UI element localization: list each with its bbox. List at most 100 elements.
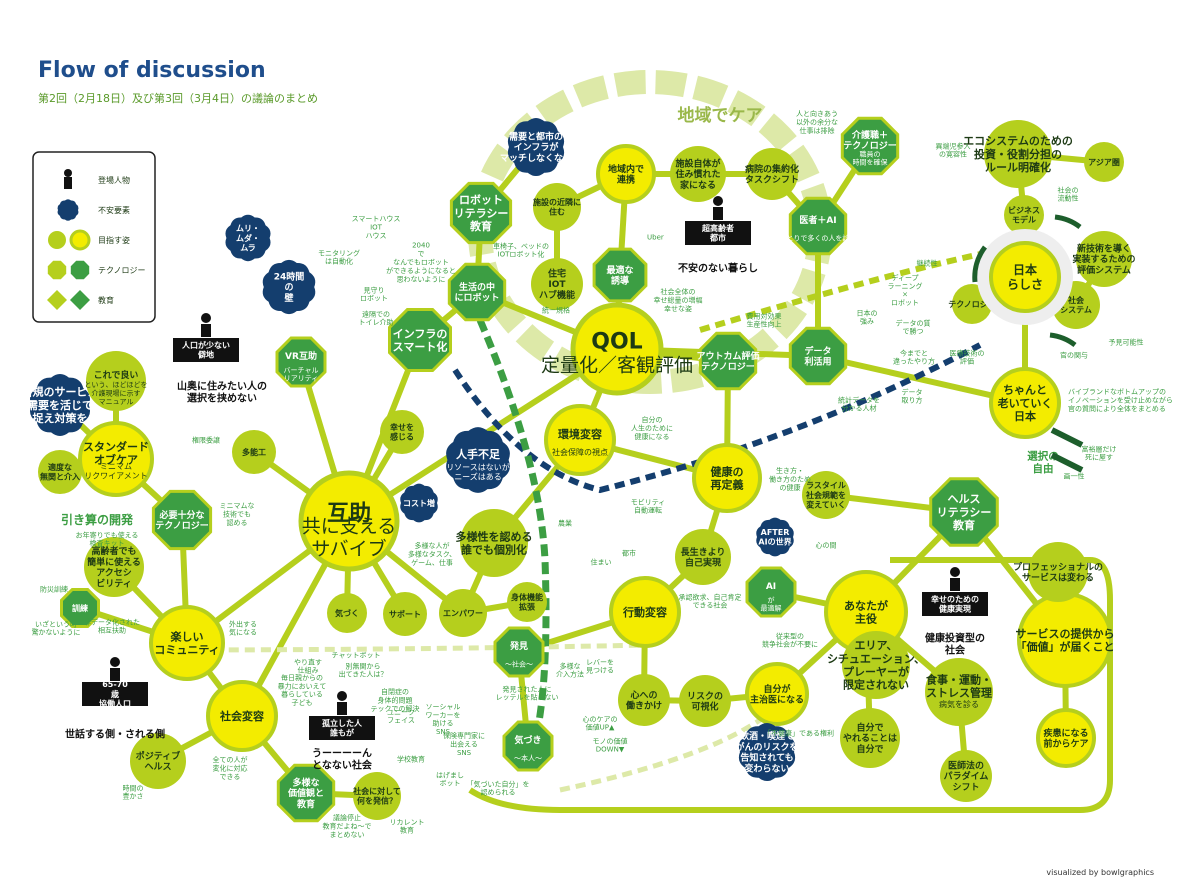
node-health[interactable]: ヘルスリテラシー教育 [929,477,999,547]
node-newsvc[interactable]: 新規のサービス需要を活じて捉え対策を [22,374,99,436]
annotation-l51: 見守りロボット [360,285,388,302]
annotation-l38: 別無関から出てきた人は？ [339,661,388,678]
goal-circle [78,421,154,497]
annotation-l15: 異端児参入の寛容性 [936,141,971,158]
node-outcome[interactable]: アウトカム評価テクノロジー [696,331,760,391]
node-kensa[interactable]: 飲酒・喫煙でがんのリスクを告知されても変わらない [735,722,799,782]
node-risk[interactable]: リスクの可視化 [679,675,731,727]
annotation-l55: 統一規格 [542,305,570,314]
node-kachi[interactable]: サービスの提供から「価値」が届くこと [1016,592,1115,688]
node-kodo[interactable]: 行動変容 [609,576,681,648]
node-business[interactable]: ビジネスモデル [1004,195,1044,235]
annotation-l22: 都市 [622,548,636,557]
annotation-l32: 「気づいた自分」を認められる [467,779,530,796]
goal-circle [383,592,427,636]
node-muri[interactable]: ムリ・ムダ・ムラ [225,214,271,262]
goal-circle [86,351,146,411]
node-jibun[interactable]: 自分が主治医になる [745,662,809,726]
node-kizuku[interactable]: 気づく [327,593,367,633]
node-asia[interactable]: アジア圏 [1084,142,1124,182]
node-infra[interactable]: インフラのスマート化 [388,308,452,372]
node-kunren[interactable]: 訓練 [60,588,100,628]
node-hitsuyo[interactable]: 必要十分なテクノロジー [151,489,213,551]
node-tayo[interactable]: 多様な価値観と教育 [276,763,336,823]
node-juyo[interactable]: 需要と都市のインフラがマッチしなくなる [500,117,572,177]
node-shinki[interactable]: 新技術を導く実装するための評価システム [1072,231,1136,287]
node-hakken[interactable]: 発見〜社会〜 [493,626,545,678]
node-support[interactable]: サポート [383,592,427,636]
node-title: 長生きより自己実現 [681,546,726,569]
node-title: エンパワー [443,608,483,618]
node-kokoro[interactable]: 心への働きかけ [618,674,670,726]
persona-tag: 人口が少ない僻地 [182,340,230,360]
node-robot[interactable]: ロボットリテラシー教育 [449,181,513,245]
node-title: エリア、シチュエーション、プレーヤーが限定されない [827,639,925,692]
node-title: これで良い [94,369,139,381]
goal-circle [232,430,276,474]
goal-circle [570,302,664,396]
node-iryouhou[interactable]: 医師法のパラダイムシフト [940,750,992,802]
annotation-l61: リカレント教育 [390,818,425,834]
node-tekido[interactable]: 適度な無関と介入 [38,450,82,494]
legend-item: 不安要素 [57,199,130,221]
node-datarikatsu[interactable]: データ利活用 [788,326,848,386]
node-tekisetsu[interactable]: 最適な誘導 [592,247,648,303]
goal-circle [1028,542,1088,602]
node-seikatsu[interactable]: 生活の中にロボット [447,262,507,322]
node-jibunde[interactable]: 自分でやれることは自分で [840,708,900,768]
node-empower[interactable]: エンパワー [439,589,487,637]
node-kenko[interactable]: 健康の再定義 [692,443,762,513]
node-byoin[interactable]: 病院の集約化タスクシフト [745,148,799,200]
node-accessibility[interactable]: 高齢者でも簡単に使えるアクセシビリティ [84,537,144,597]
node-subtitle: 病気を診る [939,699,979,709]
annotation-l41: チャットボット [332,651,381,659]
education-icon [47,290,67,310]
person-icon [110,668,120,681]
annotation-l11: バイブランドなボトムアップのイノベーションを受け止めながら官の質問により全体をま… [1068,387,1173,413]
node-positive[interactable]: ポジティブヘルス [130,733,186,789]
node-chanto[interactable]: ちゃんと老いていく日本 [989,367,1061,439]
node-title: 飲酒・喫煙でがんのリスクを告知されても変わらない [735,730,798,774]
node-takinou[interactable]: 多能工 [232,430,276,474]
node-lifestyle[interactable]: ラスタイル社会規範を変えていく [802,471,850,519]
node-cost[interactable]: コスト増 [400,483,438,523]
node-chiikinai[interactable]: 地域内で連携 [596,144,656,204]
annotation-l46: ミニマムな技術でも認める [220,502,255,527]
node-shintai[interactable]: 身体機能拡張 [507,582,547,622]
node-professional[interactable]: プロフェッショナルのサービスは変わる [1013,542,1103,602]
node-sikkan[interactable]: 疾患になる前からケア [1036,708,1096,768]
goal-circle [130,733,186,789]
node-tanoshii[interactable]: 楽しいコミュニティ [149,605,225,681]
node-shisetsu[interactable]: 施設の近隣に住む [533,183,581,231]
tech-octagon [745,566,797,618]
node-nagaiki[interactable]: 長生きより自己実現 [675,529,731,585]
node-nouzei[interactable]: 多様性を認める誰でも個別化 [456,509,533,577]
node-shakaihenyo[interactable]: 社会変容 [206,680,278,752]
goal-circle [840,708,900,768]
concern-icon [57,199,79,221]
cycle-core [989,241,1061,313]
node-ecosystem[interactable]: エコシステムのための投資・役割分担のルール明確化 [963,120,1073,188]
node-kizuki[interactable]: 気づき〜本人〜 [502,720,554,772]
concern-blob [225,214,271,262]
annotation-l64: 画一性 [1064,471,1085,480]
node-shakaikadai[interactable]: 社会に対して何を発信？ [352,772,401,820]
node-area[interactable]: エリア、シチュエーション、プレーヤーが限定されない [827,631,925,699]
node-kuraseru[interactable]: 施設自体が住み慣れた家になる [670,146,726,202]
node-wall[interactable]: 24時間の壁 [262,259,316,315]
node-shiawase[interactable]: 幸せを感じる [380,410,424,454]
